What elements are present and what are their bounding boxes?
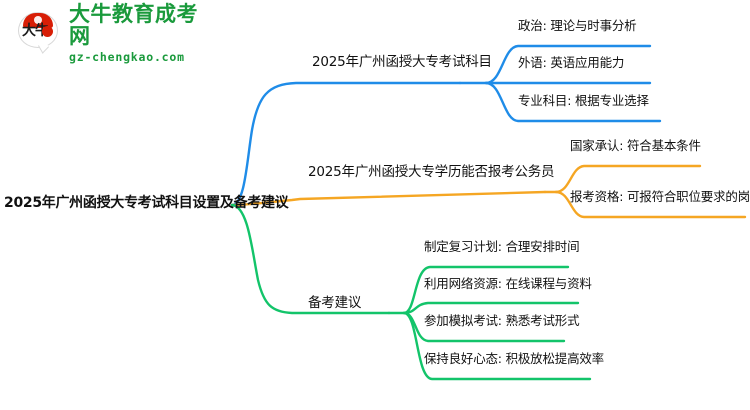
connector-civil-service-leaf-1	[554, 190, 747, 219]
mindmap-leaf-civil-service-1[interactable]: 报考资格: 可报符合职位要求的岗位	[570, 189, 750, 204]
connector-exam-subjects-leaf-0	[484, 44, 652, 85]
logo-dot-shape	[42, 26, 53, 37]
logo-mark-icon: 大牛	[18, 12, 62, 54]
mindmap-leaf-exam-subjects-2[interactable]: 专业科目: 根据专业选择	[518, 93, 649, 108]
connector-exam-subjects-leaf-2	[484, 81, 662, 123]
logo-text-block: 大牛教育成考网 gz-chengkao.com	[69, 3, 208, 62]
connector-civil-service-leaf-0	[554, 164, 702, 194]
connector-root-to-exam-subjects	[230, 81, 462, 207]
logo-cap-shape	[23, 13, 53, 28]
mindmap-branch-exam-subjects[interactable]: 2025年广州函授大专考试科目	[312, 54, 492, 70]
mindmap-root-node[interactable]: 2025年广州函授大专考试科目设置及备考建议	[4, 195, 289, 211]
mindmap-leaf-prep-advice-2[interactable]: 参加模拟考试: 熟悉考试形式	[424, 313, 580, 328]
mindmap-branch-civil-service[interactable]: 2025年广州函授大专学历能否报考公务员	[308, 164, 555, 180]
logo-title: 大牛教育成考网	[69, 2, 198, 49]
mindmap-leaf-prep-advice-1[interactable]: 利用网络资源: 在线课程与资料	[424, 276, 592, 291]
mindmap-leaf-exam-subjects-0[interactable]: 政治: 理论与时事分析	[518, 18, 637, 33]
connector-root-to-prep-advice	[230, 203, 391, 315]
logo-domain: gz-chengkao.com	[69, 49, 185, 64]
connector-prep-advice-leaf-3	[402, 311, 592, 381]
mindmap-leaf-prep-advice-0[interactable]: 制定复习计划: 合理安排时间	[424, 239, 580, 254]
mindmap-leaf-exam-subjects-1[interactable]: 外语: 英语应用能力	[518, 55, 625, 70]
connector-prep-advice-leaf-1	[402, 301, 580, 315]
mindmap-branch-prep-advice[interactable]: 备考建议	[308, 295, 362, 311]
mindmap-leaf-prep-advice-3[interactable]: 保持良好心态: 积极放松提高效率	[424, 351, 604, 366]
site-logo: 大牛 大牛教育成考网 gz-chengkao.com	[18, 3, 208, 63]
connector-root-to-civil-service	[230, 190, 547, 207]
mindmap-leaf-civil-service-0[interactable]: 国家承认: 符合基本条件	[570, 138, 701, 153]
